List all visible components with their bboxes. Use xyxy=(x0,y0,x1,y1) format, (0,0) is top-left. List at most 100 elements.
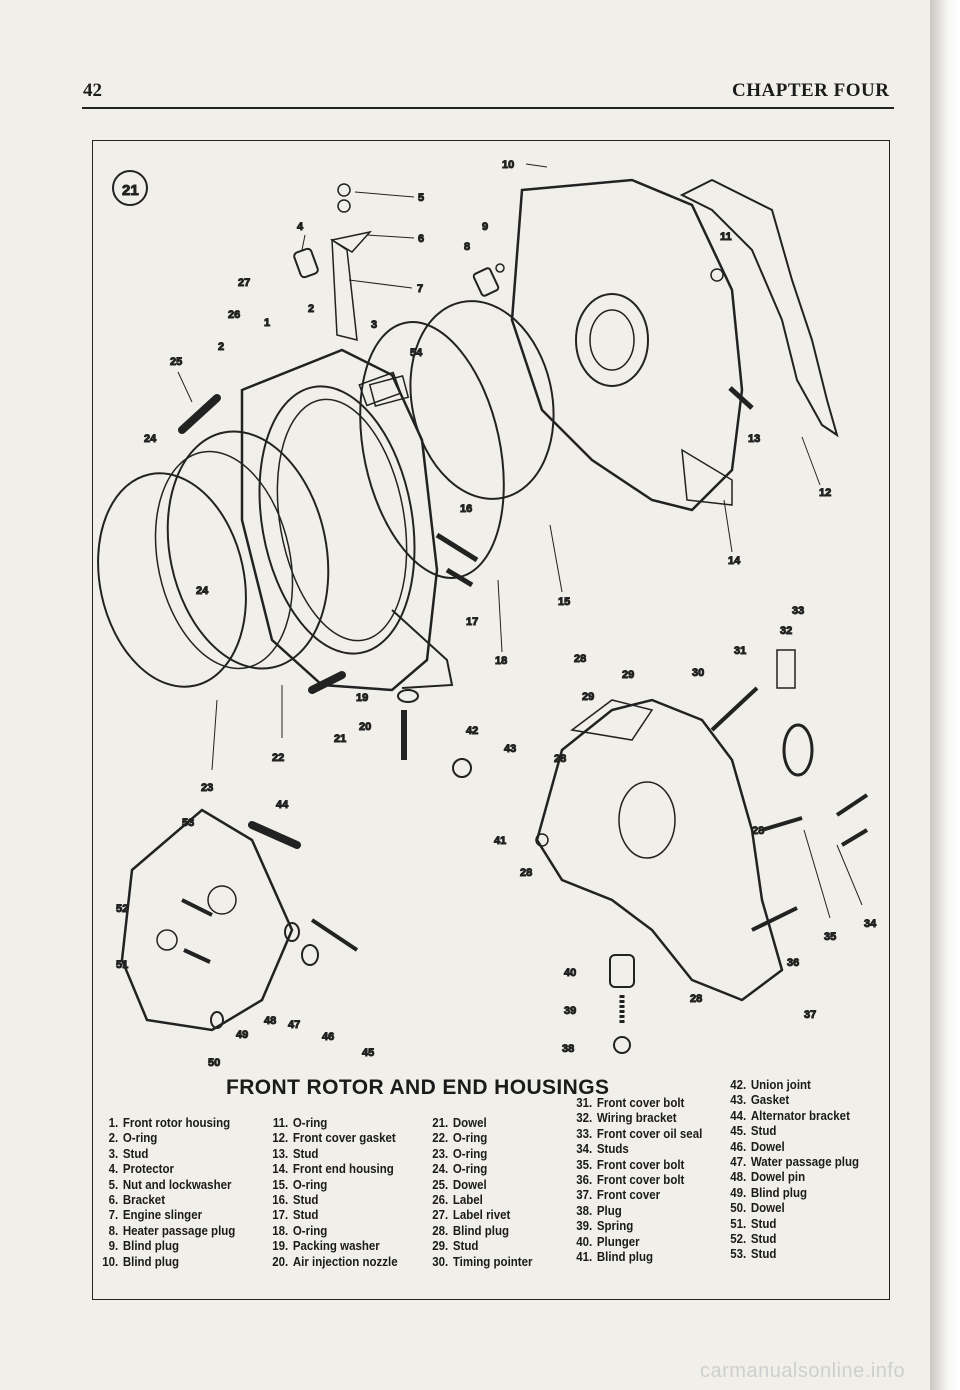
exploded-diagram: 5 6 7 4 10 9 8 11 12 13 14 15 16 17 18 1… xyxy=(97,159,878,1070)
legend-item-label: Label xyxy=(452,1193,483,1208)
legend-item-number: 43. xyxy=(730,1093,747,1108)
legend-item: 29.Stud xyxy=(428,1239,532,1254)
legend-item: 27.Label rivet xyxy=(428,1208,532,1223)
legend-item-number: 14. xyxy=(272,1162,289,1177)
legend-item-number: 22. xyxy=(432,1131,449,1146)
stud-44 xyxy=(248,821,301,849)
legend-item-number: 5. xyxy=(108,1177,119,1192)
legend-item: 14.Front end housing xyxy=(268,1162,398,1177)
legend-item: 16.Stud xyxy=(268,1193,398,1208)
callout-43: 43 xyxy=(504,743,516,755)
callout-37: 37 xyxy=(804,1009,816,1021)
legend-item-number: 51. xyxy=(730,1216,747,1231)
legend-item: 13.Stud xyxy=(268,1147,398,1162)
callout-52: 52 xyxy=(116,903,128,915)
callout-28e: 28 xyxy=(690,993,702,1005)
legend-item: 42.Union joint xyxy=(726,1078,859,1093)
callout-45: 45 xyxy=(362,1047,374,1059)
callout-15: 15 xyxy=(558,596,570,608)
callout-26: 26 xyxy=(228,309,240,321)
front-end-housing xyxy=(510,178,744,512)
legend-item: 10.Blind plug xyxy=(98,1255,235,1270)
legend-item-number: 44. xyxy=(730,1108,747,1123)
legend-item: 51.Stud xyxy=(726,1217,859,1232)
legend-item-number: 38. xyxy=(576,1203,593,1218)
nut-5a xyxy=(337,183,351,197)
legend-item-number: 11. xyxy=(272,1116,289,1130)
chapter-heading: CHAPTER FOUR xyxy=(732,80,890,101)
oil-seal xyxy=(782,723,814,777)
callout-47: 47 xyxy=(288,1019,300,1031)
legend-item: 32.Wiring bracket xyxy=(572,1111,702,1126)
wiring-bracket-32 xyxy=(776,649,796,689)
legend-item-number: 45. xyxy=(730,1124,747,1139)
plunger-40 xyxy=(609,954,635,988)
legend-item-label: Stud xyxy=(452,1239,479,1254)
callout-9: 9 xyxy=(482,221,488,233)
legend-item-number: 21. xyxy=(432,1116,449,1130)
plug-8 xyxy=(472,267,500,297)
legend-item-number: 32. xyxy=(576,1111,593,1126)
legend-item-label: O-ring xyxy=(292,1177,328,1192)
bolt-31 xyxy=(710,686,759,732)
stud-16 xyxy=(435,532,479,563)
legend-item-label: Front rotor housing xyxy=(122,1116,231,1130)
callout-27: 27 xyxy=(238,277,250,289)
legend-item-label: O-ring xyxy=(452,1162,488,1177)
legend-item-label: Water passage plug xyxy=(750,1155,860,1170)
legend-item-label: Stud xyxy=(292,1146,319,1161)
legend-item-label: Union joint xyxy=(750,1078,811,1092)
legend-item-label: O-ring xyxy=(292,1223,328,1238)
legend-item-number: 31. xyxy=(576,1096,593,1110)
legend-item-label: Gasket xyxy=(750,1093,790,1108)
legend-item-number: 53. xyxy=(730,1247,747,1262)
legend-item-label: Packing washer xyxy=(292,1239,380,1254)
legend-item-label: Studs xyxy=(596,1142,629,1157)
legend-item-number: 37. xyxy=(576,1188,593,1203)
callout-25: 25 xyxy=(170,356,182,368)
callout-21: 21 xyxy=(334,733,346,745)
legend-item-label: Air injection nozzle xyxy=(292,1254,398,1269)
figure-title: FRONT ROTOR AND END HOUSINGS xyxy=(226,1076,610,1099)
legend-item: 25.Dowel xyxy=(428,1178,532,1193)
manual-page xyxy=(0,0,930,1390)
legend-item-label: Protector xyxy=(122,1162,174,1177)
legend-item-label: Stud xyxy=(292,1193,319,1208)
legend-item-label: Blind plug xyxy=(596,1250,654,1265)
legend-item: 4.Protector xyxy=(98,1162,235,1177)
callout-23: 23 xyxy=(201,782,213,794)
legend-item-number: 39. xyxy=(576,1219,593,1234)
legend-item: 6.Bracket xyxy=(98,1193,235,1208)
legend-item-label: Spring xyxy=(596,1219,634,1234)
legend-item-label: Front cover gasket xyxy=(292,1131,396,1146)
stud-34a xyxy=(835,793,869,817)
callout-17: 17 xyxy=(466,616,478,628)
callout-48: 48 xyxy=(264,1015,276,1027)
o-ring-18 xyxy=(359,321,505,579)
legend-item: 21.Dowel xyxy=(428,1116,532,1131)
legend-item-label: Timing pointer xyxy=(452,1254,533,1269)
callout-41: 41 xyxy=(494,835,506,847)
callout-3: 3 xyxy=(371,319,377,331)
legend-item-number: 6. xyxy=(108,1193,119,1208)
legend-item-label: Stud xyxy=(750,1216,777,1231)
callout-28a: 28 xyxy=(574,653,586,665)
legend-item: 50.Dowel xyxy=(726,1201,859,1216)
legend-item: 34.Studs xyxy=(572,1142,702,1157)
legend-item: 11.O-ring xyxy=(268,1116,398,1131)
legend-item: 3.Stud xyxy=(98,1147,235,1162)
legend-item-label: Heater passage plug xyxy=(122,1223,236,1238)
figure-frame xyxy=(92,140,890,1300)
legend-item-number: 47. xyxy=(730,1155,747,1170)
legend-item: 43.Gasket xyxy=(726,1093,859,1108)
legend-item-label: Stud xyxy=(122,1146,149,1161)
legend-item-label: O-ring xyxy=(122,1131,158,1146)
header-rule xyxy=(82,107,894,109)
legend-item: 49.Blind plug xyxy=(726,1186,859,1201)
legend-item-number: 29. xyxy=(432,1239,449,1254)
callout-1: 1 xyxy=(264,317,270,329)
callout-24a: 24 xyxy=(144,433,157,445)
legend-item-label: Label rivet xyxy=(452,1208,511,1223)
